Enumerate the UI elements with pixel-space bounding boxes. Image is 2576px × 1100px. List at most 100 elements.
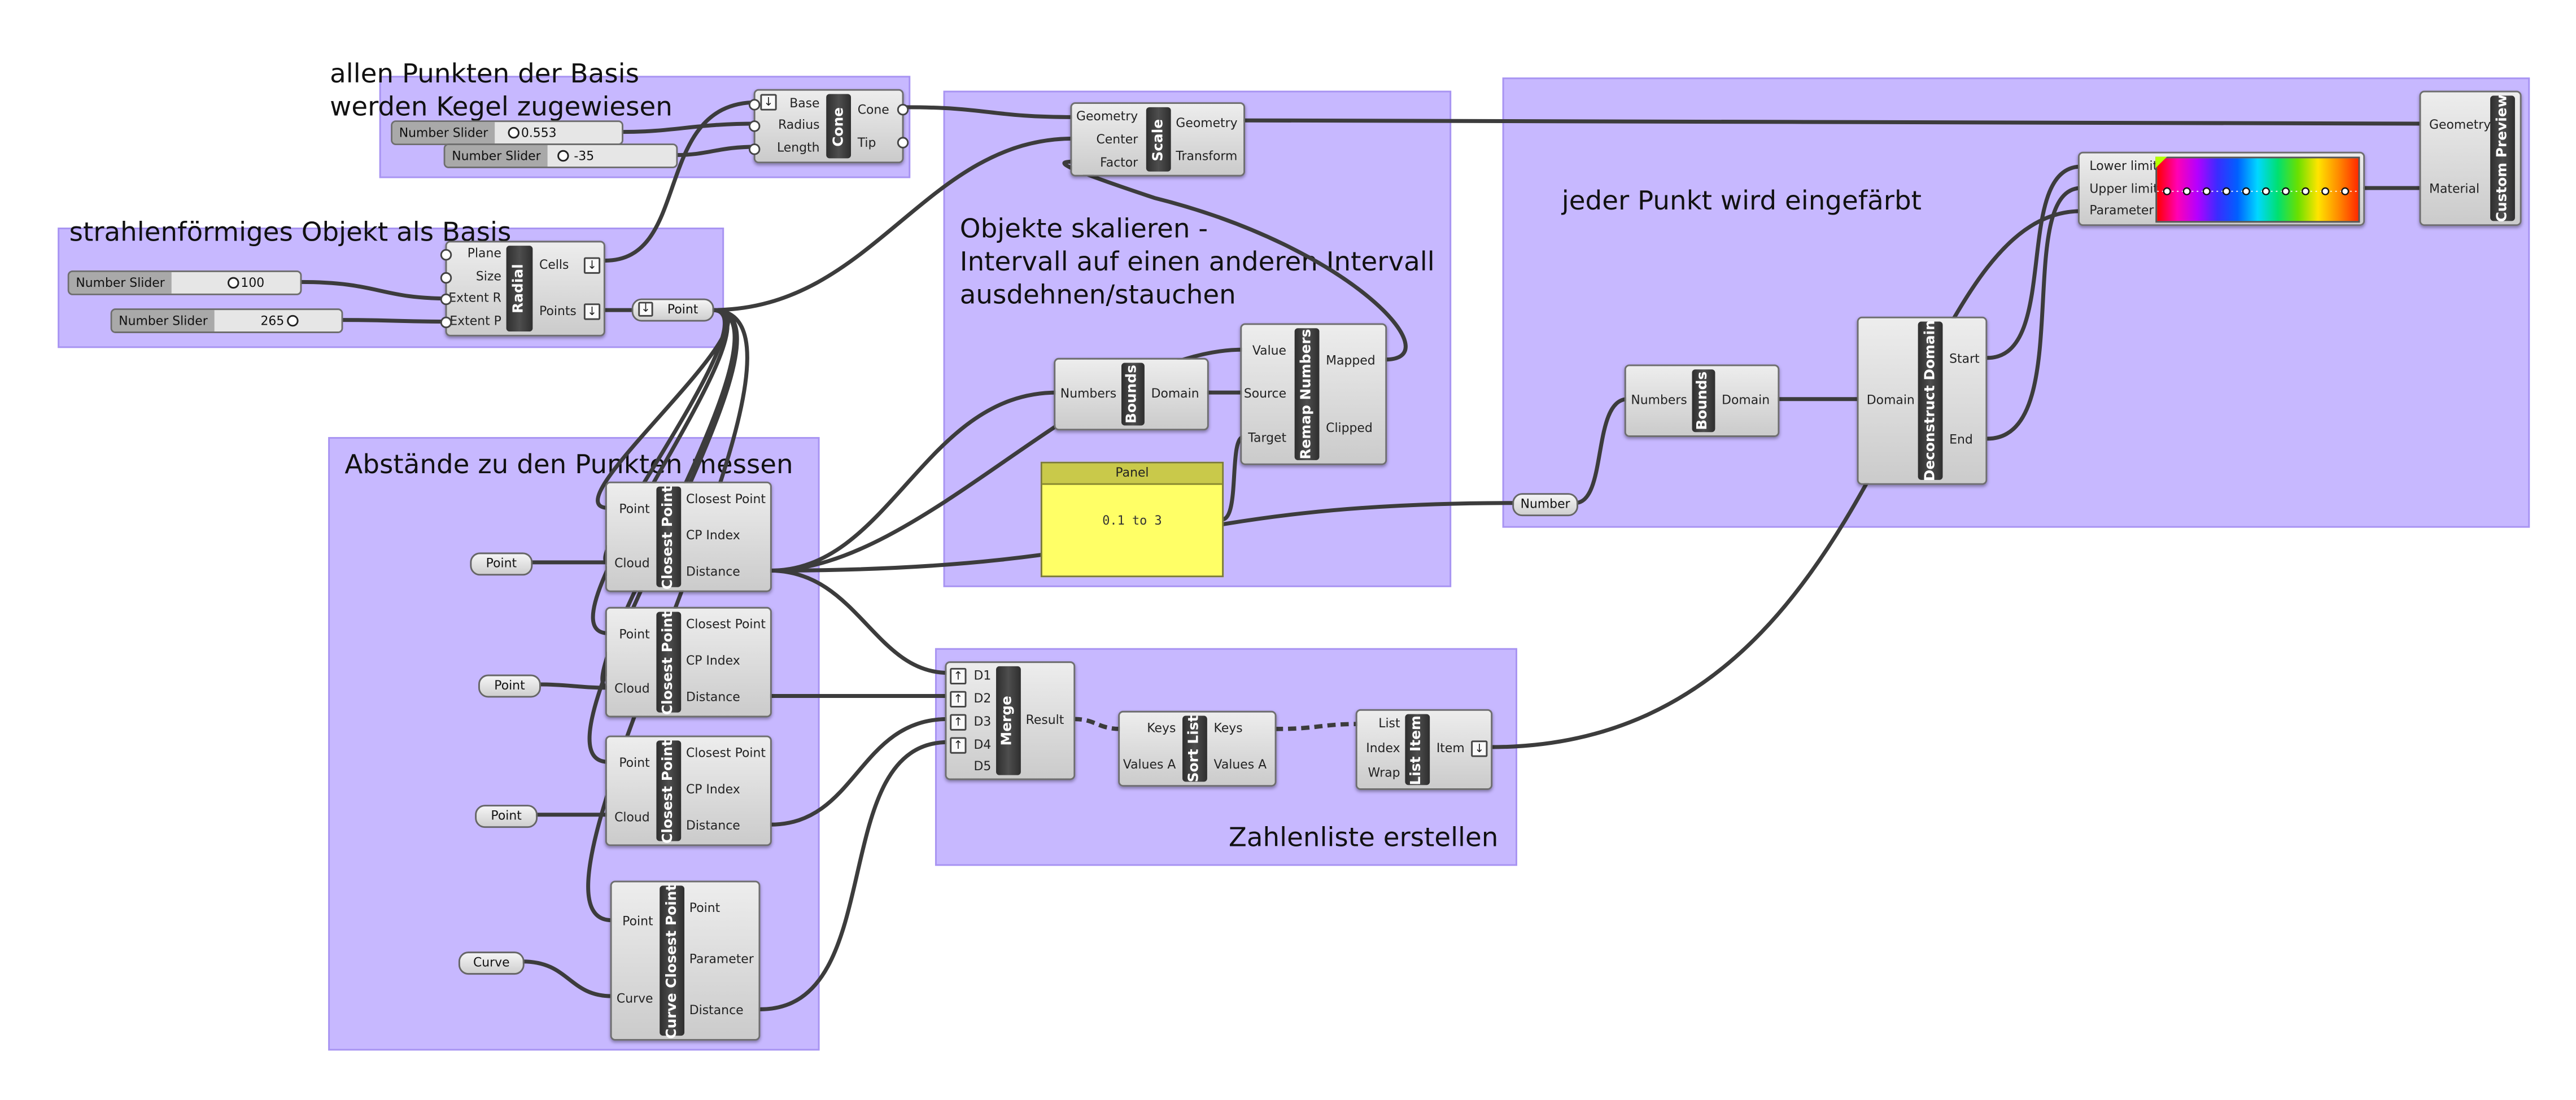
gradient-grip-lower[interactable] [2155, 156, 2167, 168]
panel-content: 0.1 to 3 [1102, 513, 1162, 528]
remap-numbers-component[interactable]: Remap Numbers Value Source Target Mapped… [1240, 323, 1387, 465]
slider-length-knob[interactable] [557, 150, 569, 162]
slider-length-value: -35 [574, 148, 595, 164]
curve-param[interactable]: Curve [458, 951, 525, 975]
deconstruct-domain-component[interactable]: Deconstruct Domain Domain Start End [1857, 316, 1988, 485]
wire-cone-geometry [903, 105, 1076, 119]
cone-port-base[interactable] [748, 99, 761, 111]
deconstruct-title: Deconstruct Domain [1922, 320, 1939, 482]
gradient-input-parameter: Parameter [2089, 203, 2154, 218]
radial-component[interactable]: Radial Plane Size Extent R Extent P Cell… [440, 241, 605, 337]
ccp-title: Curve Closest Point [663, 883, 680, 1038]
remap-output-mapped: Mapped [1326, 353, 1376, 368]
listitem-title: List Item [1409, 714, 1426, 785]
slider-extent-r-knob[interactable] [228, 277, 239, 289]
slider-radius[interactable]: Number Slider 0.553 [391, 120, 623, 146]
point-graft-icon: ↓ [638, 302, 653, 317]
point-param-main[interactable]: ↓ Point [631, 298, 714, 322]
note-cone-line2: werden Kegel zugewiesen [330, 90, 673, 123]
radial-port-extent-r[interactable] [440, 293, 452, 305]
wire-extent-r [298, 280, 451, 301]
wire-point-cp2 [591, 308, 730, 636]
slider-length[interactable]: Number Slider -35 [443, 143, 678, 168]
gradient-component[interactable]: Lower limit Upper limit Parameter [2077, 151, 2365, 226]
gradient-grips[interactable] [2157, 158, 2359, 221]
radial-input-size: Size [475, 269, 501, 284]
remap-title: Remap Numbers [1298, 329, 1316, 460]
wire-dist-d4 [758, 740, 950, 1011]
wire-geometry-preview [1243, 118, 2425, 126]
point-param-c-label: Point [491, 808, 522, 823]
bounds-component-1[interactable]: Bounds Numbers Domain [1054, 357, 1209, 431]
point-param-b-label: Point [494, 678, 525, 693]
scale-output-transform: Transform [1176, 148, 1238, 164]
radial-port-extent-p[interactable] [440, 316, 452, 329]
panel-target-range[interactable]: Panel 0.1 to 3 [1040, 461, 1224, 578]
slider-extent-r-value: 100 [241, 275, 265, 291]
slider-radius-knob[interactable] [508, 126, 519, 139]
note-cone-line1: allen Punkten der Basis [330, 58, 640, 89]
cp3-output-closest: Closest Point [686, 745, 766, 761]
slider-extent-r[interactable]: Number Slider 100 [67, 270, 302, 295]
merge-input-d3: D3 [973, 714, 992, 729]
point-param-a[interactable]: Point [470, 552, 533, 576]
radial-output-points: Points [539, 303, 577, 318]
cone-port-radius[interactable] [748, 120, 761, 132]
cone-component[interactable]: Cone ↓ Base Radius Length Cone Tip [748, 89, 909, 164]
wire-merge-sort [1073, 717, 1122, 731]
cone-port-cone[interactable] [897, 103, 909, 116]
slider-extent-p[interactable]: Number Slider 265 [110, 308, 343, 333]
closest-point-component-1[interactable]: Closest Point Point Cloud Closest Point … [605, 481, 772, 592]
cp1-input-cloud: Cloud [614, 556, 650, 571]
sort-output-keys: Keys [1213, 721, 1243, 736]
custom-preview-component[interactable]: Custom Preview Geometry Material [2419, 90, 2522, 226]
wire-length [674, 145, 759, 158]
merge-component[interactable]: Merge ↑ ↑ ↑ ↑ D1 D2 D3 D4 D5 Result [945, 661, 1076, 780]
graft-icon: ↓ [760, 94, 777, 111]
cp2-output-closest: Closest Point [686, 617, 766, 632]
note-distance: Abstände zu den Punkten messen [344, 448, 793, 480]
closest-point-component-2[interactable]: Closest Point Point Cloud Closest Point … [605, 606, 772, 718]
cp2-output-distance: Distance [686, 689, 740, 705]
wire-sort-listitem [1274, 722, 1359, 731]
slider-radius-label: Number Slider [392, 122, 495, 144]
bounds-component-2[interactable]: Bounds Numbers Domain [1624, 364, 1780, 437]
bounds2-title: Bounds [1695, 371, 1712, 430]
radial-port-plane[interactable] [440, 249, 452, 261]
merge-title: Merge [1000, 696, 1017, 746]
wire-start-lower [1985, 164, 2084, 360]
list-item-component[interactable]: List Item List Index Wrap Item ↓ [1355, 709, 1493, 790]
note-scale-line2: Intervall auf einen anderen Intervall [959, 246, 1435, 277]
ccp-input-point: Point [622, 914, 653, 929]
ccp-input-curve: Curve [616, 991, 653, 1006]
gradient-spectrum[interactable] [2155, 156, 2360, 223]
slider-extent-p-value: 265 [260, 313, 285, 329]
wire-cells-base [603, 100, 759, 263]
wire-item-parameter [1488, 209, 2084, 749]
cone-port-tip[interactable] [897, 137, 909, 149]
preview-title: Custom Preview [2494, 94, 2511, 222]
listitem-input-wrap: Wrap [1368, 765, 1400, 780]
point-param-c[interactable]: Point [475, 805, 538, 828]
closest-point-component-3[interactable]: Closest Point Point Cloud Closest Point … [605, 735, 772, 846]
slider-extent-p-knob[interactable] [287, 315, 299, 327]
radial-port-size[interactable] [440, 272, 452, 284]
point-param-b[interactable]: Point [478, 674, 541, 698]
cp3-output-index: CP Index [686, 782, 740, 797]
curve-closest-point-component[interactable]: Curve Closest Point Point Curve Point Pa… [610, 880, 761, 1041]
d4-flatten-icon: ↑ [950, 737, 967, 754]
cp2-input-point: Point [619, 626, 650, 642]
number-param[interactable]: Number [1512, 493, 1579, 517]
scale-component[interactable]: Scale Geometry Center Factor Geometry Tr… [1070, 102, 1246, 177]
slider-extent-r-label: Number Slider [69, 272, 172, 294]
ccp-output-distance: Distance [689, 1002, 744, 1018]
cp1-input-point: Point [619, 501, 650, 517]
cone-input-base: Base [789, 95, 820, 111]
radial-input-extent-r: Extent R [448, 290, 501, 305]
deconstruct-output-end: End [1949, 432, 1973, 447]
cone-port-length[interactable] [748, 143, 761, 155]
sort-list-component[interactable]: Sort List Keys Values A Keys Values A [1118, 710, 1277, 787]
scale-input-factor: Factor [1100, 155, 1138, 170]
bounds1-output-domain: Domain [1151, 386, 1199, 401]
